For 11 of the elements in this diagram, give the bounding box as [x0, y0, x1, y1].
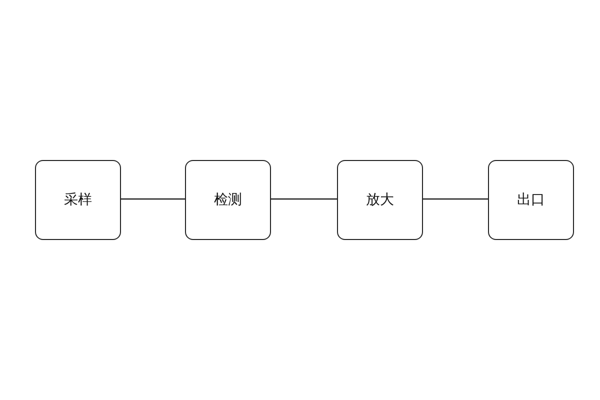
box-label: 出口	[517, 191, 545, 209]
process-box	[35, 160, 121, 240]
connector-line	[271, 198, 337, 200]
box-label: 采样	[64, 191, 92, 209]
box-label: 放大	[366, 191, 394, 209]
process-box	[488, 160, 574, 240]
box-label: 检测	[214, 191, 242, 209]
process-box	[337, 160, 423, 240]
process-box	[185, 160, 271, 240]
connector-line	[121, 198, 185, 200]
connector-line	[423, 198, 488, 200]
